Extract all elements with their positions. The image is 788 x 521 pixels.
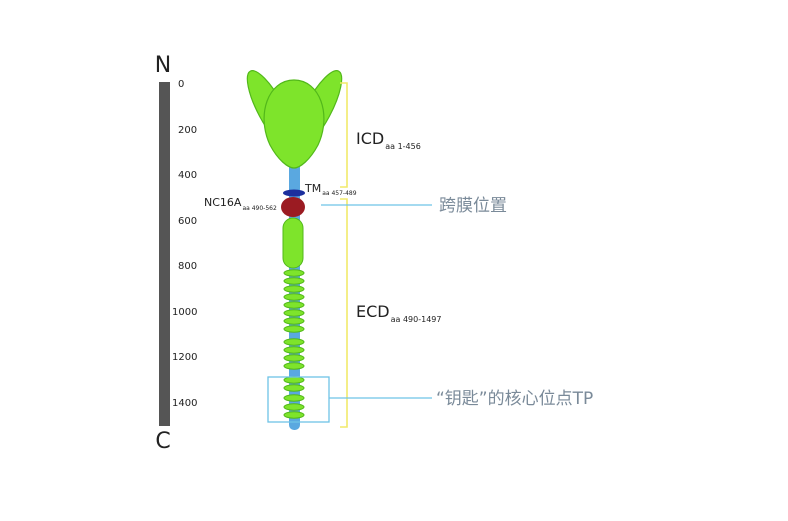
- ecd-disc: [283, 384, 305, 392]
- tick-label: 400: [178, 170, 197, 181]
- scale-bar: N C 0 200 400 600 800 1000 1200 1400: [155, 53, 198, 454]
- ecd-discs: [283, 269, 305, 419]
- key-site-box: [267, 376, 330, 423]
- ecd-disc: [283, 362, 305, 370]
- tick-label: 0: [178, 79, 184, 90]
- ecd-disc: [283, 277, 305, 285]
- tick-label: 200: [178, 125, 197, 136]
- ecd-disc: [283, 293, 305, 301]
- tick-label: 1200: [172, 352, 197, 363]
- tick-label: 1400: [172, 398, 197, 409]
- icd-label: ICDaa 1-456: [356, 129, 421, 151]
- transmembrane-callout-text: 跨膜位置: [439, 196, 507, 216]
- ecd-bracket: [340, 198, 348, 428]
- ecd-disc: [283, 354, 305, 362]
- ecd-disc: [283, 403, 305, 411]
- tick-label: 800: [178, 261, 197, 272]
- ecd-disc: [283, 325, 305, 333]
- ecd-disc: [283, 309, 305, 317]
- scale-bar-rect: [159, 82, 170, 426]
- tick-label: 1000: [172, 307, 197, 318]
- ecd-disc: [283, 269, 305, 277]
- ecd-disc: [283, 346, 305, 354]
- ecd-disc: [283, 338, 305, 346]
- icd-bracket-line: [340, 82, 348, 188]
- ecd-disc: [283, 394, 305, 402]
- tm-label: TMaa 457-489: [304, 182, 357, 197]
- nc16a-domain: [281, 197, 305, 217]
- ecd-upper-segment: [282, 217, 304, 269]
- icd-head: [246, 70, 343, 169]
- icd-bracket: [340, 82, 348, 188]
- tick-label: 600: [178, 216, 197, 227]
- ecd-disc: [283, 317, 305, 325]
- ecd-disc: [283, 411, 305, 419]
- tm-segment: [283, 189, 305, 197]
- nc16a-label: NC16Aaa 490-562: [204, 196, 277, 212]
- scale-top-label: N: [155, 53, 171, 78]
- key-site-callout-text: “钥匙”的核心位点TP: [436, 389, 593, 409]
- icd-lobe-center: [263, 79, 325, 169]
- ecd-label: ECDaa 490-1497: [356, 302, 441, 324]
- scale-bottom-label: C: [155, 429, 170, 454]
- ecd-bracket-line: [340, 198, 348, 428]
- ecd-disc: [283, 376, 305, 384]
- ecd-disc: [283, 301, 305, 309]
- ecd-disc: [283, 285, 305, 293]
